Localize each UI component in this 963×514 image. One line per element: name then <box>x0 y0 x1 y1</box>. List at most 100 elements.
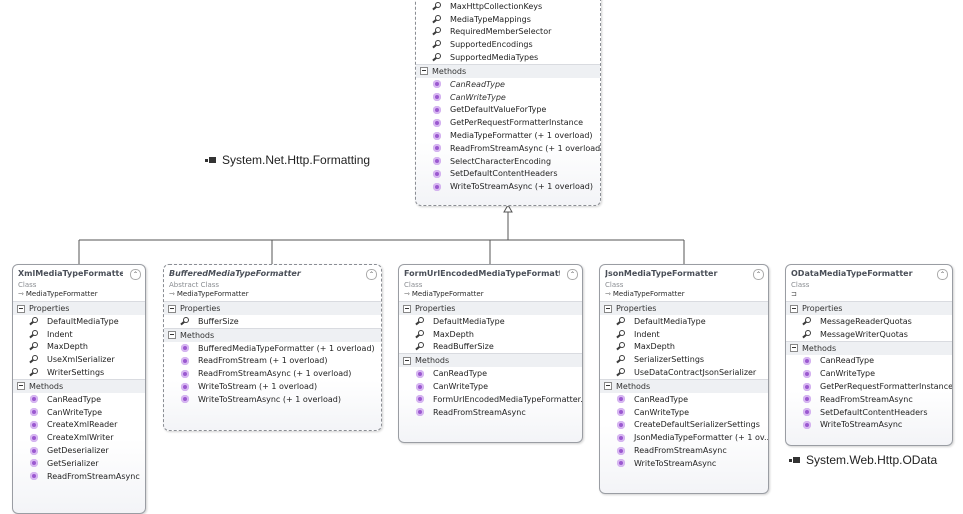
properties-section-header[interactable]: Properties <box>164 301 381 315</box>
methods-section-header[interactable]: Methods <box>786 340 952 355</box>
collapse-chevron-icon[interactable]: ⌃ <box>937 269 948 280</box>
method-item[interactable]: CanReadType <box>600 393 768 406</box>
property-item[interactable]: ReadBufferSize <box>399 341 582 354</box>
property-item[interactable]: WriterSettings <box>13 366 145 379</box>
method-item[interactable]: CanReadType <box>399 367 582 380</box>
method-item[interactable]: WriteToStreamAsync <box>600 457 768 470</box>
property-item[interactable]: DefaultMediaType <box>600 315 768 328</box>
method-item[interactable]: BufferedMediaTypeFormatter (+ 1 overload… <box>164 342 381 355</box>
collapse-toggle-icon[interactable] <box>790 304 798 313</box>
methods-section-header[interactable]: Methods <box>164 327 381 342</box>
method-item[interactable]: MediaTypeFormatter (+ 1 overload) <box>416 129 600 142</box>
property-item[interactable]: MediaTypeMappings <box>416 13 600 26</box>
methods-section-header[interactable]: Methods <box>600 378 768 393</box>
method-item[interactable]: GetDeserializer <box>13 444 145 457</box>
collapse-toggle-icon[interactable] <box>168 304 176 313</box>
collapse-toggle-icon[interactable] <box>168 331 176 340</box>
method-item[interactable]: SetDefaultContentHeaders <box>786 406 952 419</box>
property-item[interactable]: MaxDepth <box>600 341 768 354</box>
property-item[interactable]: SupportedEncodings <box>416 38 600 51</box>
property-name: BufferSize <box>198 316 239 326</box>
method-item[interactable]: GetDefaultValueForType <box>416 104 600 117</box>
property-item[interactable]: Indent <box>600 328 768 341</box>
method-item[interactable]: GetPerRequestFormatterInstance <box>786 380 952 393</box>
method-icon <box>616 420 625 429</box>
method-item[interactable]: SelectCharacterEncoding <box>416 155 600 168</box>
methods-section-header[interactable]: Methods <box>13 378 145 393</box>
method-item[interactable]: CanWriteType <box>13 406 145 419</box>
property-item[interactable]: MessageWriterQuotas <box>786 328 952 341</box>
collapse-toggle-icon[interactable] <box>403 356 411 365</box>
method-item[interactable]: WriteToStreamAsync (+ 1 overload) <box>164 393 381 406</box>
method-item[interactable]: CreateXmlReader <box>13 419 145 432</box>
property-item[interactable]: DefaultMediaType <box>399 315 582 328</box>
method-item[interactable]: WriteToStreamAsync (+ 1 overload) <box>416 180 600 193</box>
collapse-toggle-icon[interactable] <box>17 382 25 391</box>
collapse-toggle-icon[interactable] <box>403 304 411 313</box>
collapse-chevron-icon[interactable]: ⌃ <box>130 269 141 280</box>
method-item[interactable]: CanWriteType <box>600 406 768 419</box>
properties-section-header[interactable]: Properties <box>399 301 582 315</box>
method-item[interactable]: CanReadType <box>416 78 600 91</box>
collapse-toggle-icon[interactable] <box>604 382 612 391</box>
method-item[interactable]: ReadFromStreamAsync <box>786 393 952 406</box>
collapse-toggle-icon[interactable] <box>17 304 25 313</box>
method-item[interactable]: ReadFromStreamAsync (+ 1 overload) <box>164 367 381 380</box>
method-item[interactable]: ReadFromStream (+ 1 overload) <box>164 355 381 368</box>
method-item[interactable]: CanReadType <box>13 393 145 406</box>
method-item[interactable]: CanWriteType <box>786 367 952 380</box>
properties-section-header[interactable]: Properties <box>13 301 145 315</box>
properties-section-header[interactable]: Properties <box>786 301 952 315</box>
method-item[interactable]: JsonMediaTypeFormatter (+ 1 ov... <box>600 431 768 444</box>
method-item[interactable]: SetDefaultContentHeaders <box>416 168 600 181</box>
property-item[interactable]: MessageReaderQuotas <box>786 315 952 328</box>
method-item[interactable]: ReadFromStreamAsync <box>600 444 768 457</box>
collapse-chevron-icon[interactable]: ⌃ <box>567 269 578 280</box>
collapse-toggle-icon[interactable] <box>420 67 428 76</box>
property-item[interactable]: MaxDepth <box>13 341 145 354</box>
collapse-chevron-icon[interactable]: ⌃ <box>366 269 377 280</box>
property-item[interactable]: Indent <box>13 328 145 341</box>
property-item[interactable]: BufferSize <box>164 315 381 328</box>
base-methods-section-header[interactable]: Methods <box>416 63 600 78</box>
method-item[interactable]: ReadFromStreamAsync (+ 1 overload) <box>416 142 600 155</box>
method-item[interactable]: ReadFromStreamAsync <box>399 406 582 419</box>
methods-section-header[interactable]: Methods <box>399 353 582 368</box>
method-item[interactable]: FormUrlEncodedMediaTypeFormatter... <box>399 393 582 406</box>
collapse-toggle-icon[interactable] <box>604 304 612 313</box>
collapse-chevron-icon[interactable]: ⌃ <box>753 269 764 280</box>
method-item[interactable]: WriteToStreamAsync <box>786 419 952 432</box>
collapse-toggle-icon[interactable] <box>790 344 798 353</box>
properties-section-header[interactable]: Properties <box>600 301 768 315</box>
property-item[interactable]: RequiredMemberSelector <box>416 26 600 39</box>
method-item[interactable]: ReadFromStreamAsync <box>13 470 145 483</box>
property-item[interactable]: SupportedMediaTypes <box>416 51 600 64</box>
wrench-icon <box>432 27 441 36</box>
property-item[interactable]: MaxDepth <box>399 328 582 341</box>
method-item[interactable]: CreateDefaultSerializerSettings <box>600 419 768 432</box>
method-name: WriteToStreamAsync (+ 1 overload) <box>198 394 341 404</box>
method-item[interactable]: GetPerRequestFormatterInstance <box>416 116 600 129</box>
property-item[interactable]: DefaultMediaType <box>13 315 145 328</box>
property-item[interactable]: UseXmlSerializer <box>13 353 145 366</box>
property-item[interactable]: UseDataContractJsonSerializer <box>600 366 768 379</box>
method-item[interactable]: CreateXmlWriter <box>13 431 145 444</box>
property-item[interactable]: MaxHttpCollectionKeys <box>416 0 600 13</box>
method-item[interactable]: CanReadType <box>786 355 952 368</box>
property-item[interactable]: SerializerSettings <box>600 353 768 366</box>
method-item[interactable]: CanWriteType <box>399 380 582 393</box>
method-item[interactable]: CanWriteType <box>416 91 600 104</box>
method-item[interactable]: GetSerializer <box>13 457 145 470</box>
method-item[interactable]: WriteToStream (+ 1 overload) <box>164 380 381 393</box>
